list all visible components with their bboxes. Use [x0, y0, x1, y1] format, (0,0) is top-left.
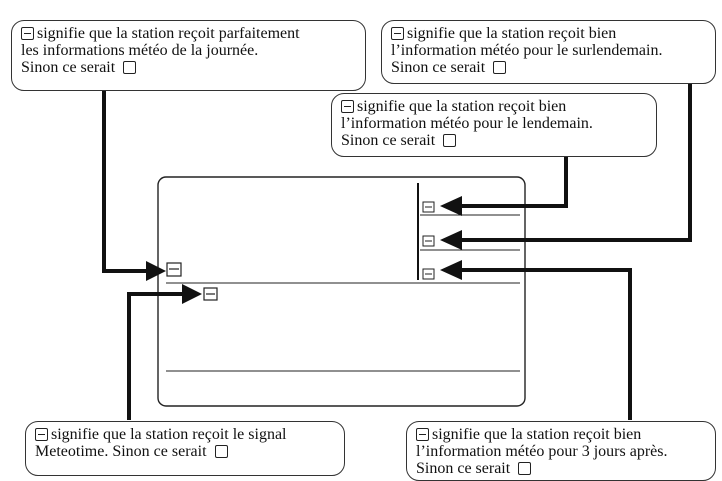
callout-meteotime: signifie que la station reçoit le signal…	[25, 421, 345, 476]
signal-missing-icon	[443, 134, 457, 147]
callout-tomorrow-line1: signifie que la station reçoit bien	[357, 98, 567, 115]
callout-today-line2: les informations météo de la journée.	[21, 42, 259, 59]
connector-day-after-tomorrow	[462, 84, 692, 242]
tomorrow-signal-icon	[422, 235, 435, 247]
signal-ok-icon	[341, 100, 354, 113]
connector-tomorrow	[462, 157, 568, 208]
callout-three-days-line1: signifie que la station reçoit bien	[432, 426, 642, 443]
callout-today-line1: signifie que la station reçoit parfaitem…	[37, 25, 300, 42]
connector-today	[102, 91, 148, 273]
arrow-head-tomorrow	[440, 196, 462, 216]
callout-day-after-tomorrow-line2: l’information météo pour le surlendemain…	[391, 42, 663, 59]
signal-missing-icon	[123, 61, 137, 74]
callout-meteotime-line2: Meteotime. Sinon ce serait	[35, 443, 207, 460]
connector-three-days	[462, 268, 632, 420]
signal-missing-icon	[214, 445, 228, 458]
callout-meteotime-line1: signifie que la station reçoit le signal	[51, 426, 287, 443]
signal-missing-icon	[518, 462, 532, 475]
diagram-graphics	[102, 84, 692, 420]
callout-tomorrow-line3: Sinon ce serait	[341, 132, 436, 149]
day-after-tomorrow-signal-icon	[422, 201, 435, 213]
callout-today: signifie que la station reçoit parfaitem…	[11, 20, 366, 91]
callout-day-after-tomorrow-line1: signifie que la station reçoit bien	[407, 25, 617, 42]
callout-three-days-line3: Sinon ce serait	[416, 460, 511, 477]
arrow-head-day-after-tomorrow	[440, 230, 462, 250]
callout-day-after-tomorrow-line3: Sinon ce serait	[391, 59, 486, 76]
callout-three-days: signifie que la station reçoit bien l’in…	[406, 421, 716, 481]
signal-ok-icon	[391, 27, 404, 40]
signal-ok-icon	[21, 27, 34, 40]
three-days-signal-icon	[422, 268, 435, 280]
callout-tomorrow: signifie que la station reçoit bien l’in…	[331, 93, 657, 157]
callout-day-after-tomorrow: signifie que la station reçoit bien l’in…	[381, 20, 716, 84]
display-frame	[157, 176, 526, 407]
callout-today-line3: Sinon ce serait	[21, 59, 116, 76]
connector-meteotime	[127, 292, 183, 420]
arrow-head-meteotime	[182, 284, 202, 304]
arrow-head-three-days	[440, 260, 462, 280]
signal-ok-icon	[416, 428, 429, 441]
signal-missing-icon	[493, 61, 507, 74]
meteotime-signal-icon	[203, 287, 218, 301]
callout-tomorrow-line2: l’information météo pour le lendemain.	[341, 115, 593, 132]
arrow-head-today	[146, 261, 166, 281]
today-signal-icon	[166, 262, 182, 277]
callout-three-days-line2: l’information météo pour 3 jours après.	[416, 443, 668, 460]
signal-ok-icon	[35, 428, 48, 441]
